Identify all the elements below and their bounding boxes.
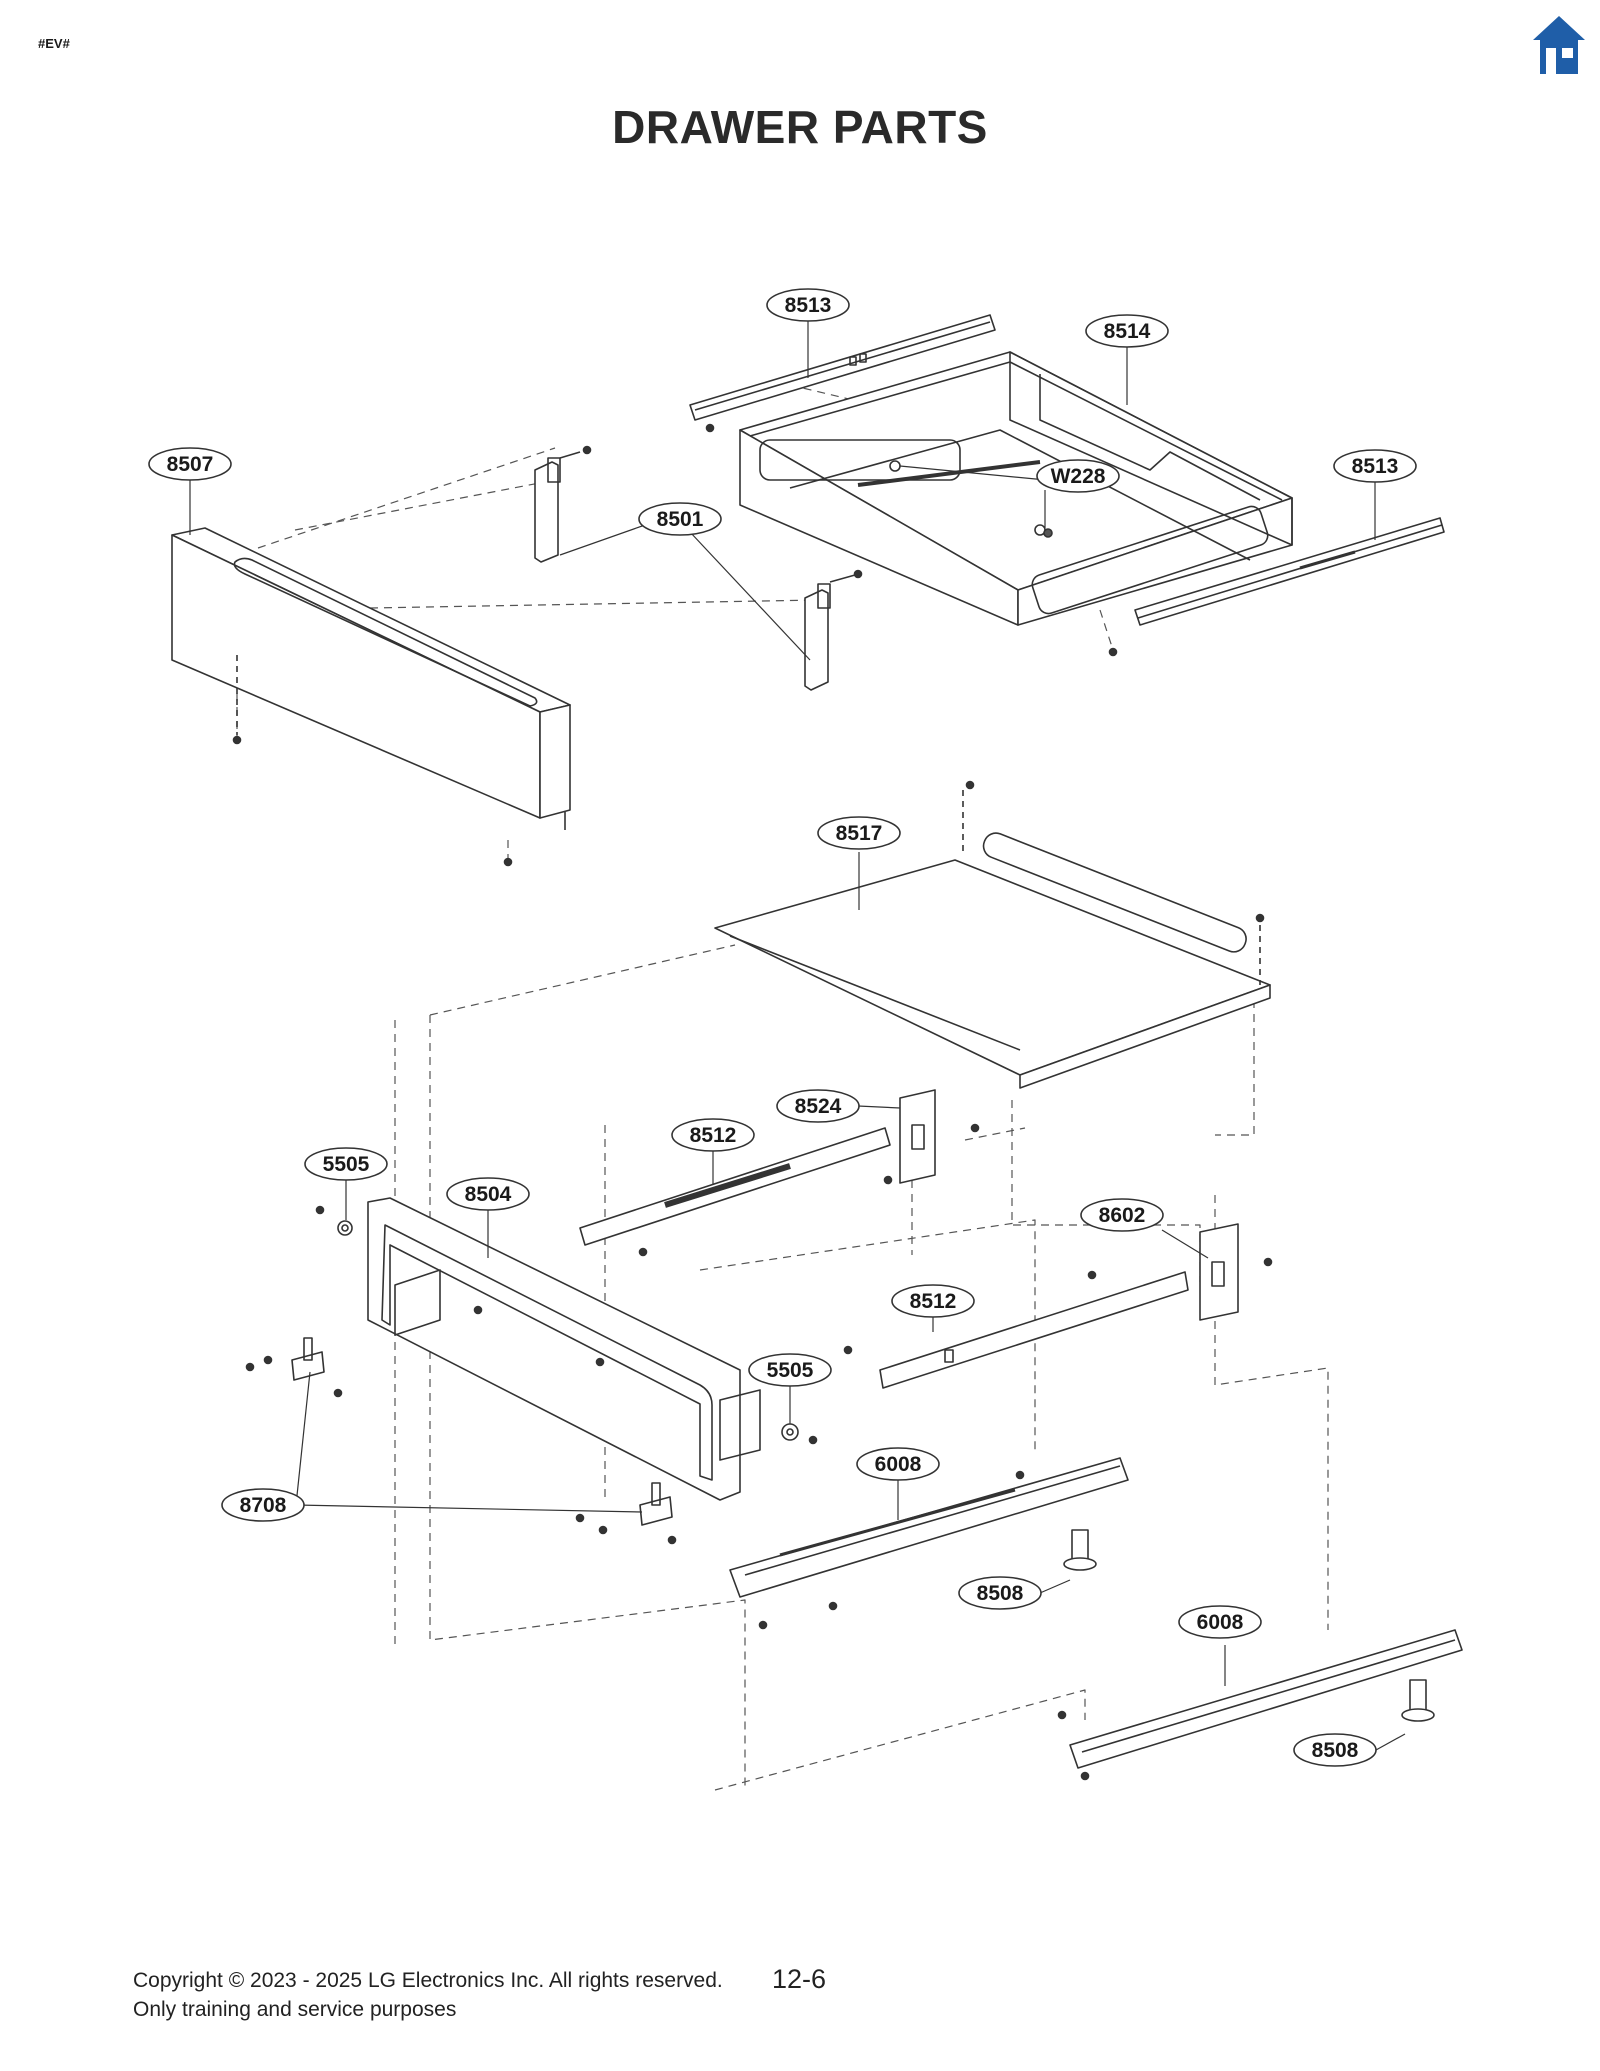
callout-bubble <box>1080 1198 1164 1232</box>
callout-8517: 8517 <box>817 816 901 850</box>
callout-bubble <box>221 1488 305 1522</box>
base-rail-front <box>729 1457 1129 1598</box>
callout-8508: 8508 <box>1293 1733 1377 1767</box>
callout-5505: 5505 <box>304 1147 388 1181</box>
adjuster-feet <box>1063 1529 1435 1722</box>
callout-8501: 8501 <box>638 502 722 536</box>
callout-label: 8504 <box>465 1183 512 1206</box>
callout-bubble <box>766 288 850 322</box>
leader-lines <box>189 320 1406 1751</box>
drawer-top-panel <box>714 790 1271 1089</box>
callout-label: 8501 <box>657 508 704 531</box>
callout-bubble <box>817 816 901 850</box>
callout-8507: 8507 <box>148 447 232 481</box>
callout-label: 8512 <box>910 1290 957 1313</box>
callout-bubble <box>1085 314 1169 348</box>
callout-bubble <box>1333 449 1417 483</box>
callout-label: 8602 <box>1099 1204 1146 1227</box>
drawer-tub <box>739 351 1293 626</box>
rail-bracket-lower <box>1199 1223 1239 1321</box>
callout-bubble <box>856 1447 940 1481</box>
page-number: 12-6 <box>772 1964 827 1994</box>
footer-copyright-block: Copyright © 2023 - 2025 LG Electronics I… <box>133 1966 723 2024</box>
home-button[interactable] <box>1532 14 1586 76</box>
part-callouts: 8513 8514 8507 8501 W228 8513 8517 8524 8512 5505… <box>148 288 1417 1767</box>
callout-8504: 8504 <box>446 1177 530 1211</box>
screws-lower <box>245 1123 1273 1781</box>
callout-bubble <box>1036 459 1120 493</box>
purpose-text: Only training and service purposes <box>133 1998 457 2021</box>
callout-8708: 8708 <box>221 1488 305 1522</box>
callout-8514: 8514 <box>1085 314 1169 348</box>
callout-bubble <box>1293 1733 1377 1767</box>
callout-bubble <box>748 1353 832 1387</box>
callout-label: 8708 <box>240 1494 287 1517</box>
leveling-feet-front <box>291 1337 673 1526</box>
callout-label: 6008 <box>875 1453 922 1476</box>
callout-8513: 8513 <box>766 288 850 322</box>
upper-drawer-rail-left <box>689 314 996 421</box>
callout-label: 8517 <box>836 822 883 845</box>
callout-8602: 8602 <box>1080 1198 1164 1232</box>
callout-5505: 5505 <box>748 1353 832 1387</box>
callout-8512: 8512 <box>671 1118 755 1152</box>
callout-bubble <box>638 502 722 536</box>
callout-6008: 6008 <box>856 1447 940 1481</box>
drawer-front-panel <box>171 527 571 830</box>
callout-label: W228 <box>1051 465 1106 488</box>
rail-bracket-upper <box>899 1089 936 1184</box>
slide-rail-lower <box>879 1271 1189 1389</box>
callout-label: 8513 <box>1352 455 1399 478</box>
page-title: DRAWER PARTS <box>612 101 988 153</box>
callout-label: 5505 <box>767 1359 814 1382</box>
callout-label: 8512 <box>690 1124 737 1147</box>
door-bracket-upper <box>534 451 581 563</box>
callout-label: 8514 <box>1104 320 1151 343</box>
callout-bubble <box>671 1118 755 1152</box>
spacers <box>337 1220 799 1441</box>
callout-8524: 8524 <box>776 1089 860 1123</box>
home-icon <box>1533 16 1585 74</box>
lower-frame <box>367 1197 761 1501</box>
callout-8513: 8513 <box>1333 449 1417 483</box>
callout-bubble <box>304 1147 388 1181</box>
callout-bubble <box>446 1177 530 1211</box>
base-rail-rear <box>1069 1629 1463 1769</box>
door-bracket-lower <box>804 574 856 691</box>
callout-label: 8508 <box>1312 1739 1359 1762</box>
document-tag: #EV# <box>38 36 70 51</box>
callout-w228: W228 <box>1036 459 1120 493</box>
callout-label: 8524 <box>795 1095 842 1118</box>
callout-8508: 8508 <box>958 1576 1042 1610</box>
callout-bubble <box>776 1089 860 1123</box>
callout-bubble <box>891 1284 975 1318</box>
slide-rail-upper <box>579 1127 891 1246</box>
callout-label: 5505 <box>323 1153 370 1176</box>
screws-upper <box>232 423 1265 923</box>
callout-label: 8507 <box>167 453 214 476</box>
callout-bubble <box>958 1576 1042 1610</box>
callout-bubble <box>1178 1605 1262 1639</box>
callout-label: 8508 <box>977 1582 1024 1605</box>
copyright-text: Copyright © 2023 - 2025 LG Electronics I… <box>133 1969 723 1992</box>
callout-bubble <box>148 447 232 481</box>
callout-8512: 8512 <box>891 1284 975 1318</box>
callout-label: 6008 <box>1197 1611 1244 1634</box>
callout-label: 8513 <box>785 294 832 317</box>
callout-6008: 6008 <box>1178 1605 1262 1639</box>
upper-drawer-rail-right <box>1134 517 1445 626</box>
